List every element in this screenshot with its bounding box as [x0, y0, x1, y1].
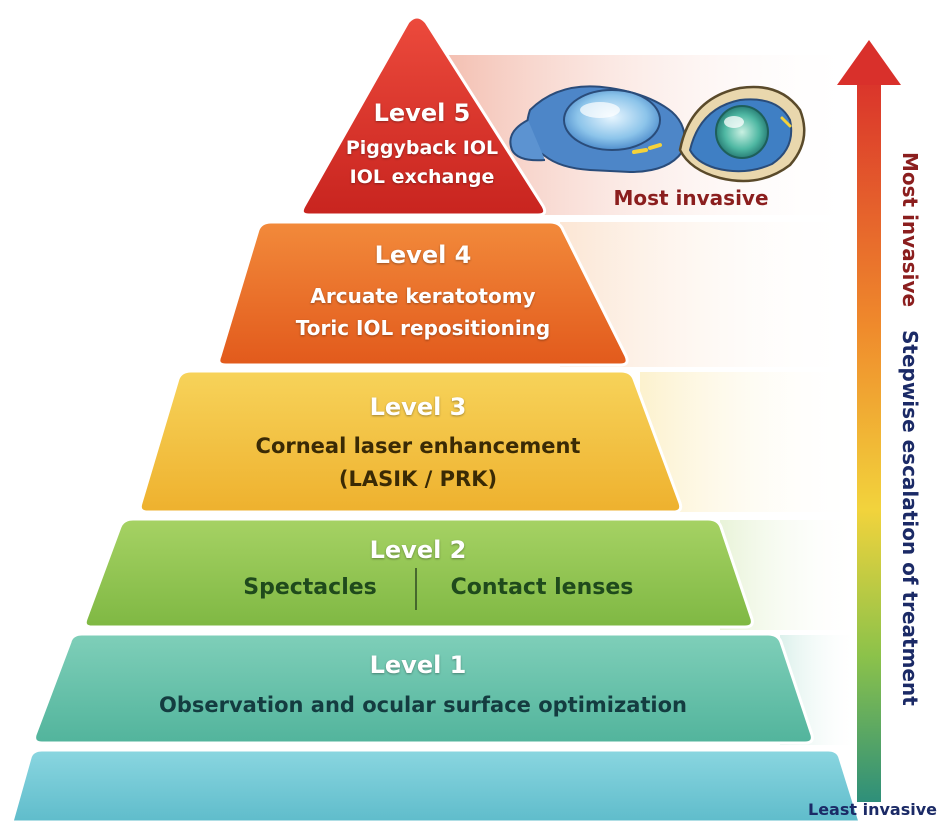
level-3-line-1: Corneal laser enhancement [255, 434, 581, 458]
eye-lens-icon [678, 85, 806, 183]
level-1-line-1: Observation and ocular surface optimizat… [159, 693, 687, 717]
tier-level-2 [83, 517, 754, 629]
axis-top-label: Most invasive [898, 152, 922, 308]
tier-level-1 [33, 632, 814, 745]
level-4-title: Level 4 [374, 241, 472, 269]
axis-bottom-label: Least invasive [808, 800, 937, 819]
axis-middle-label: Stepwise escalation of treatment [898, 330, 922, 706]
tier-level-5 [300, 15, 547, 217]
level-4-line-1: Arcuate keratotomy [310, 284, 536, 308]
level-5-line-2: IOL exchange [349, 166, 495, 188]
level-2-right: Contact lenses [450, 575, 634, 600]
arrow-shaft [857, 70, 881, 802]
most-invasive-callout: Most invasive [613, 186, 769, 210]
level-3-line-2: (LASIK / PRK) [338, 467, 498, 491]
level-5-title: Level 5 [373, 99, 471, 127]
intraocular-lens-icon [509, 85, 686, 174]
level-5-line-1: Piggyback IOL [345, 137, 499, 159]
pyramid-tiers [10, 15, 863, 824]
level-4-line-2: Toric IOL repositioning [295, 316, 551, 340]
level-1-title: Level 1 [369, 651, 467, 679]
escalation-arrow [837, 40, 901, 802]
band-level-3 [640, 372, 860, 512]
tier-level-4 [217, 220, 629, 367]
level-2-title: Level 2 [369, 536, 467, 564]
level-2-left: Spectacles [243, 575, 377, 600]
level-3-title: Level 3 [369, 393, 467, 421]
pyramid-base [10, 748, 863, 824]
tier-level-3 [138, 369, 683, 514]
arrow-head [837, 40, 901, 85]
